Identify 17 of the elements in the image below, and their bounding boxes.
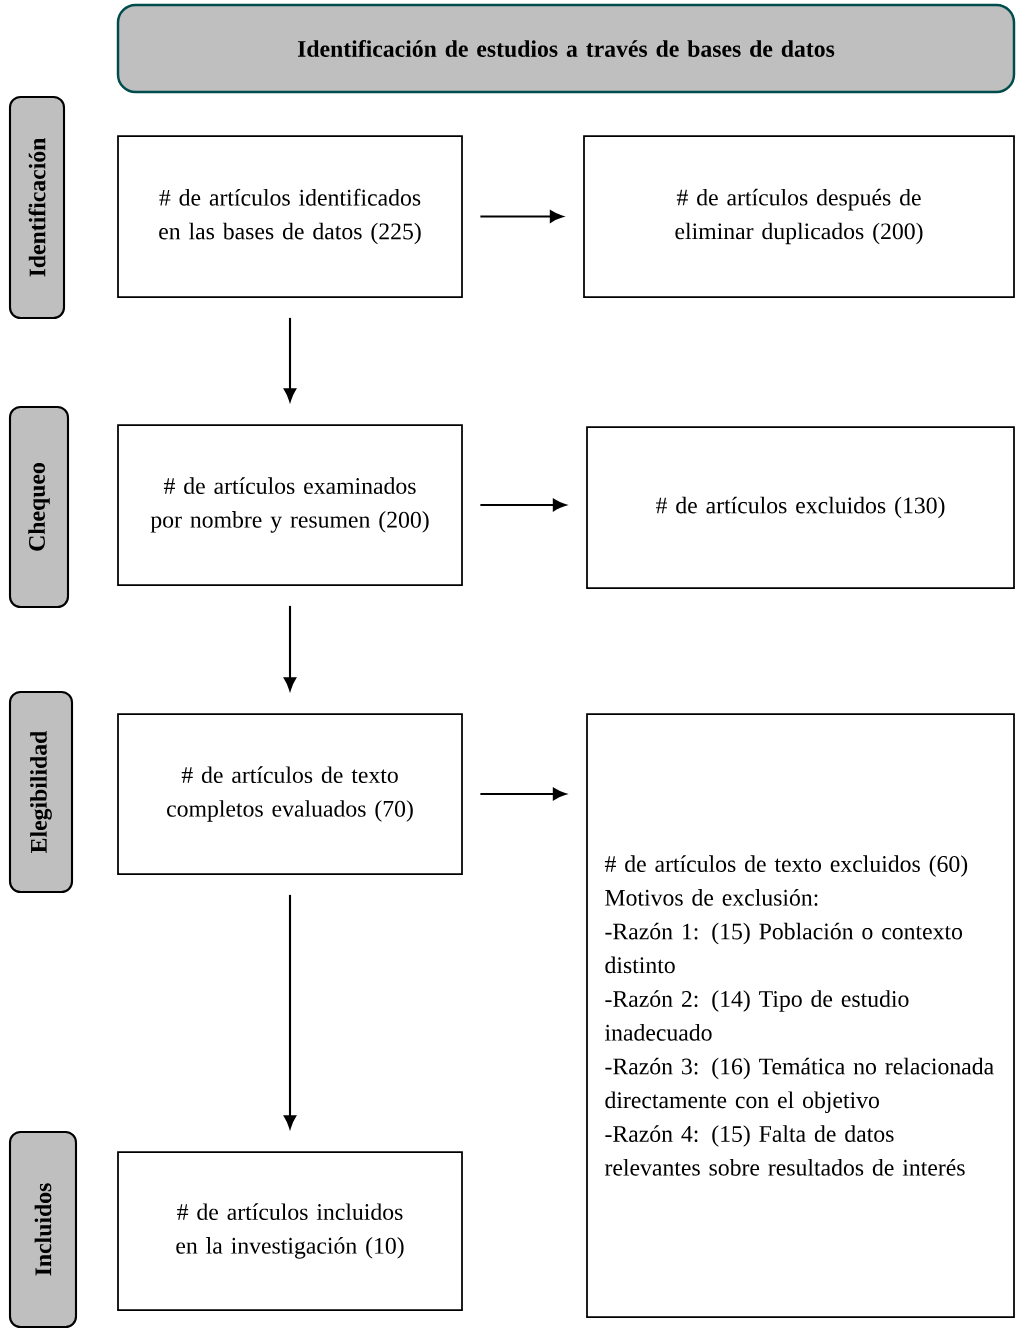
process-box: # de artículos incluidos en la investigación (10) xyxy=(117,1151,463,1311)
arrow xyxy=(283,894,297,1129)
phase-label: Identificación xyxy=(8,95,66,320)
process-box: # de artículos examinados por nombre y resumen (200) xyxy=(117,424,463,586)
exclusion-box: # de artículos de texto excluidos (60) Motivos de exclusión: -Razón 1: (15) Población o contexto distinto -Razón 2: (14) Tipo de estudio inadecuado -Razón 3: (16) Temática no relacionada directamente con el objetivo -Razón 4: (15) Falta de datos relevantes sobre resultados de interés xyxy=(586,713,1015,1318)
phase-label: Incluidos xyxy=(8,1130,78,1329)
arrow xyxy=(480,498,566,512)
process-box: # de artículos de texto completos evaluados (70) xyxy=(117,713,463,875)
process-box: # de artículos identificados en las bases de datos (225) xyxy=(117,135,463,298)
arrow xyxy=(283,605,297,691)
arrow xyxy=(480,787,566,801)
arrow xyxy=(283,317,297,402)
process-box: # de artículos después de eliminar duplicados (200) xyxy=(583,135,1015,298)
phase-label: Elegibilidad xyxy=(8,690,74,894)
phase-label: Chequeo xyxy=(8,405,70,609)
process-box: # de artículos excluidos (130) xyxy=(586,426,1015,589)
title-banner: Identificación de estudios a través de bases de datos xyxy=(116,3,1016,94)
